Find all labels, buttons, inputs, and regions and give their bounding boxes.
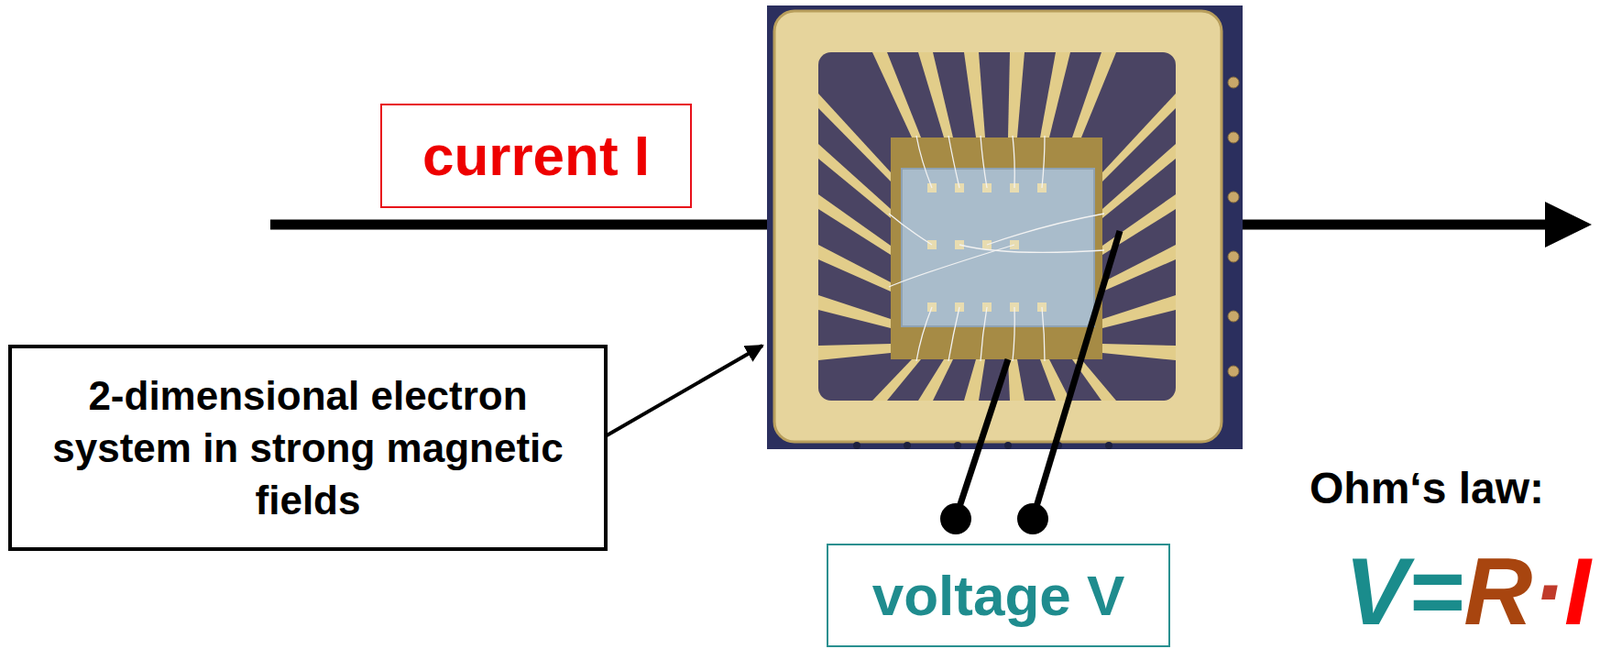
illustration-part bbox=[1227, 251, 1239, 263]
illustration-part bbox=[980, 306, 987, 362]
current-line bbox=[270, 219, 768, 231]
probe-wire bbox=[1035, 230, 1120, 510]
chip-photo bbox=[767, 5, 1243, 450]
illustration-part bbox=[959, 244, 1105, 253]
illustration-part bbox=[888, 213, 932, 245]
probe-wire bbox=[958, 359, 1009, 510]
illustration-part bbox=[1040, 359, 1071, 401]
illustration-part bbox=[1041, 306, 1045, 362]
illustration-part bbox=[953, 441, 962, 450]
illustration-part bbox=[853, 441, 861, 450]
chip-leads bbox=[818, 52, 1176, 401]
current-box: current I bbox=[380, 103, 692, 208]
current-line bbox=[1242, 219, 1549, 231]
chip-cavity bbox=[818, 52, 1176, 401]
chip-frame bbox=[774, 10, 1222, 442]
illustration-part bbox=[918, 359, 954, 401]
illustration-part bbox=[1102, 343, 1176, 361]
illustration-part bbox=[1072, 52, 1117, 138]
illustration-part bbox=[964, 359, 986, 401]
illustration-part bbox=[916, 306, 932, 362]
illustration-part bbox=[818, 244, 891, 292]
illustration-part bbox=[818, 93, 891, 182]
illustration-part bbox=[986, 213, 1105, 245]
illustration-part bbox=[964, 52, 986, 138]
illustration-part bbox=[1008, 359, 1025, 401]
illustration-part bbox=[872, 52, 921, 138]
illustration-part bbox=[903, 441, 911, 450]
probe-dot bbox=[940, 503, 972, 535]
illustration-part bbox=[948, 135, 960, 188]
illustration-part bbox=[1102, 93, 1176, 182]
illustration-part bbox=[1227, 191, 1239, 203]
probe-dot bbox=[1017, 503, 1049, 535]
current-arrowhead bbox=[1545, 201, 1592, 248]
illustration-part bbox=[818, 343, 891, 361]
illustration-part bbox=[1040, 52, 1071, 138]
illustration-part bbox=[916, 135, 932, 188]
box-text: current I bbox=[422, 122, 650, 188]
illustration-part bbox=[948, 306, 960, 362]
bond-pads bbox=[927, 183, 1047, 312]
semiconductor-die bbox=[901, 168, 1095, 327]
box-text: 2-dimensional electron system in strong … bbox=[26, 369, 590, 527]
illustration-part bbox=[918, 52, 954, 138]
illustration-part bbox=[1012, 135, 1015, 188]
illustration-part bbox=[888, 244, 1015, 287]
box-text: voltage V bbox=[872, 562, 1126, 628]
voltage-box: voltage V bbox=[826, 543, 1171, 647]
bond-wires bbox=[888, 135, 1105, 362]
package-pins bbox=[1227, 76, 1239, 377]
illustration-part bbox=[980, 135, 987, 188]
illustration-part bbox=[1012, 306, 1015, 362]
chip-background bbox=[767, 5, 1243, 450]
illustration-part bbox=[1041, 135, 1045, 188]
law-title: Ohm‘s law: bbox=[1309, 464, 1545, 514]
illustration-part bbox=[1102, 295, 1176, 329]
illustration-part bbox=[1105, 441, 1113, 450]
illustration-part bbox=[1008, 52, 1025, 138]
die-carrier bbox=[890, 137, 1103, 360]
formula: V=R·I bbox=[1344, 538, 1591, 644]
illustration-part bbox=[1227, 310, 1239, 322]
illustration-part bbox=[1227, 76, 1239, 88]
illustration-part bbox=[818, 295, 891, 329]
illustration-part bbox=[872, 359, 921, 401]
illustration-part bbox=[1227, 131, 1239, 143]
illustration-part bbox=[1227, 365, 1239, 377]
illustration-part bbox=[1004, 441, 1012, 450]
illustration-part bbox=[818, 194, 891, 255]
callout-box: 2-dimensional electron system in strong … bbox=[8, 344, 608, 551]
leader-arrow bbox=[595, 345, 763, 442]
